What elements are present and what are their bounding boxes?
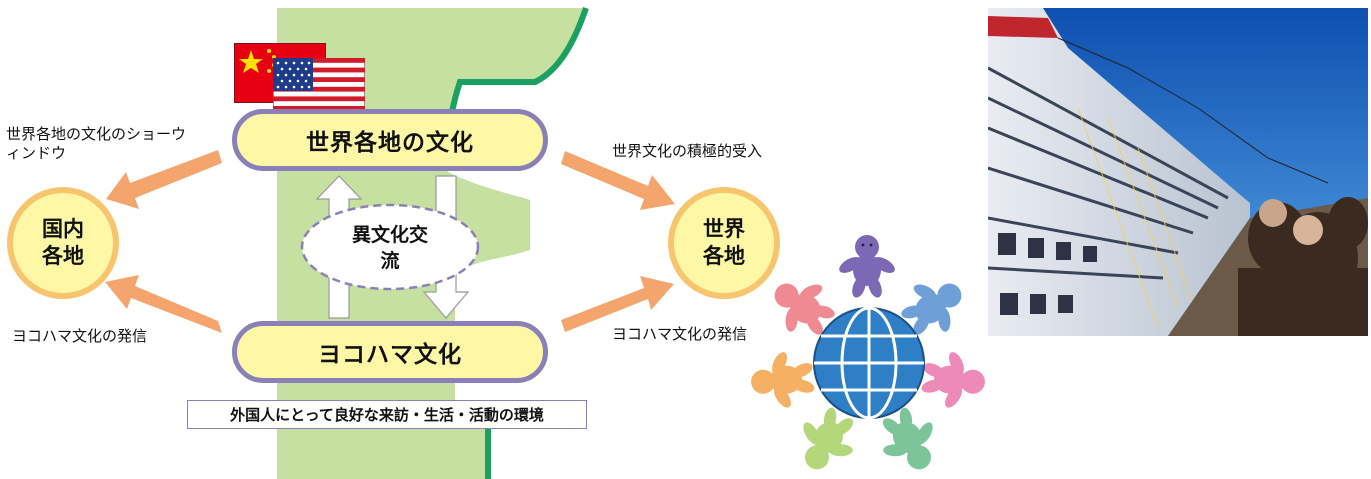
- arrow-to-right-top: [561, 151, 675, 210]
- right-circle-world: 世界各地: [668, 187, 780, 299]
- label-bottom-left: ヨコハマ文化の発信: [12, 327, 148, 345]
- cruise-ship-photo: [988, 8, 1368, 336]
- person-right: [918, 346, 988, 414]
- person-left: [748, 346, 818, 414]
- top-node-world-culture: 世界各地の文化: [232, 109, 548, 171]
- exchange-label-box: 異文化交 流: [300, 205, 480, 291]
- left-circle-domestic: 国内各地: [7, 187, 119, 299]
- label-top-right: 世界文化の積極的受入: [612, 142, 763, 160]
- environment-box: 外国人にとって良好な来訪・生活・活動の環境: [187, 400, 587, 429]
- person-top: [836, 235, 898, 300]
- bottom-node-yokohama-culture: ヨコハマ文化: [232, 321, 548, 383]
- arrow-to-left-bottom: [105, 275, 222, 333]
- people-ring-icon: [748, 235, 988, 475]
- exchange-ellipse: [300, 203, 480, 291]
- top-node-label: 世界各地の文化: [306, 130, 474, 156]
- label-top-left: 世界各地の文化のショーウィンドウ: [6, 125, 187, 162]
- bottom-node-label: ヨコハマ文化: [318, 342, 462, 368]
- left-circle-label: 国内各地: [42, 217, 84, 268]
- globe-icon: [813, 306, 925, 420]
- exchange-label: 異文化交 流: [351, 224, 448, 272]
- arrow-to-right-bottom: [561, 276, 674, 332]
- arrow-to-left-top: [106, 150, 222, 209]
- environment-label: 外国人にとって良好な来訪・生活・活動の環境: [230, 406, 544, 424]
- crowd: [1238, 197, 1368, 336]
- label-bottom-right: ヨコハマ文化の発信: [612, 325, 748, 343]
- right-circle-label: 世界各地: [703, 217, 745, 268]
